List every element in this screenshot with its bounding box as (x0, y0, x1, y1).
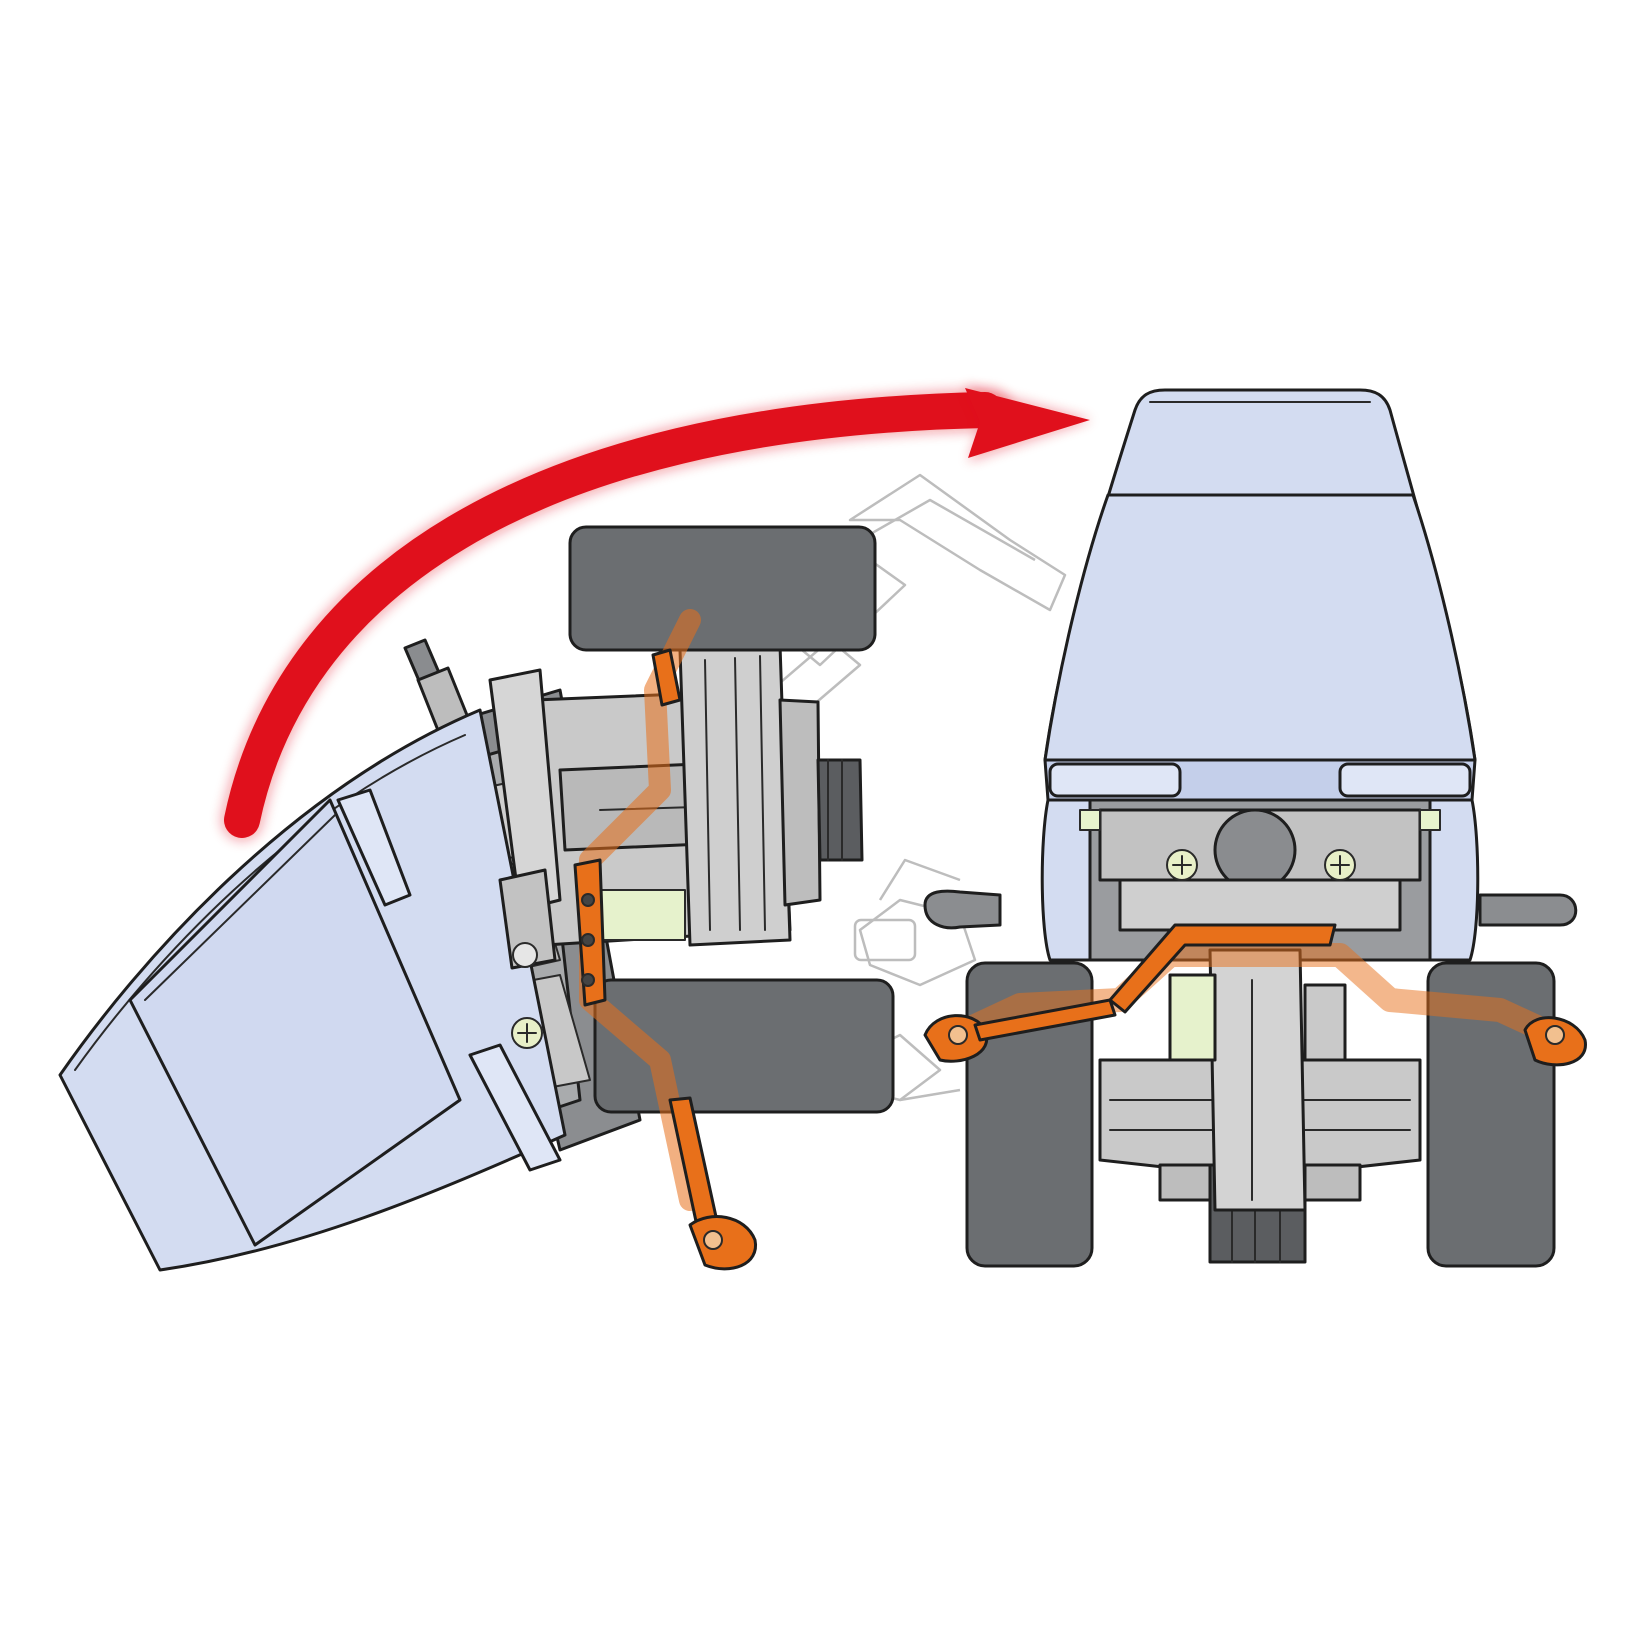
car-upright-landed (923, 388, 1587, 1268)
car-tilted-mid-flip (58, 525, 895, 1272)
screw-icon (511, 1017, 543, 1049)
flip-arrow-icon (221, 385, 1092, 841)
gearbox-right (1098, 948, 1422, 1264)
tire-front-right-right-car (1426, 961, 1556, 1268)
tire-top-left (568, 525, 877, 652)
screw-icon (1166, 849, 1356, 881)
body-shell-right (1040, 388, 1480, 962)
suspension-arms-left (573, 609, 757, 1271)
tire-front-left-right-car (965, 961, 1094, 1268)
side-arms-right (923, 889, 1578, 930)
body-shell-left (58, 708, 567, 1272)
suspension-arms-right (923, 923, 1587, 1067)
